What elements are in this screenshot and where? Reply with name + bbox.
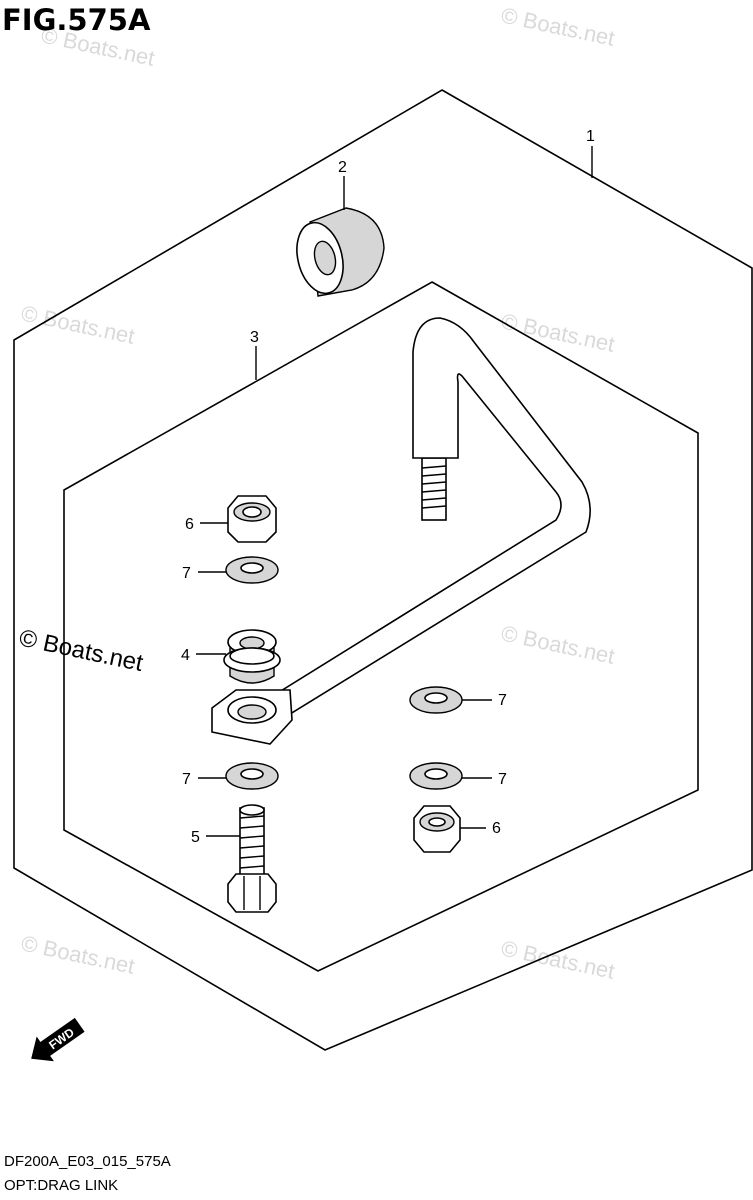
nut-part (413, 805, 461, 853)
watermark-text: © Boats.net (19, 300, 137, 348)
watermark-group: © Boats.net © Boats.net © Boats.net © Bo… (17, 2, 617, 983)
watermark-text: © Boats.net (499, 2, 617, 50)
callout-7a: 7 (182, 565, 191, 582)
watermark-text: © Boats.net (499, 308, 617, 356)
watermark-text-dark: © Boats.net (17, 624, 146, 677)
kit-frame-outer (13, 89, 753, 1051)
watermark-text: © Boats.net (19, 930, 137, 978)
washer-part (409, 686, 463, 714)
callout-6b: 6 (492, 820, 501, 837)
callout-6a: 6 (185, 516, 194, 533)
figure-code: DF200A_E03_015_575A (4, 1153, 171, 1170)
leader-lines (196, 146, 593, 837)
callout-7c: 7 (498, 692, 507, 709)
callout-7b: 7 (182, 771, 191, 788)
bushing-collar-part (223, 629, 281, 684)
callout-2: 2 (338, 159, 347, 176)
drag-link-rod-part (211, 317, 591, 745)
callout-7d: 7 (498, 771, 507, 788)
watermark-text: © Boats.net (499, 935, 617, 983)
figure-title: FIG.575A (2, 3, 151, 37)
bolt-part (227, 804, 277, 913)
kit-frame-inner (63, 281, 699, 972)
washer-part (225, 556, 279, 584)
figure-caption: OPT:DRAG LINK (4, 1177, 118, 1194)
fwd-arrow-icon: FWD (31, 1017, 85, 1062)
callout-1: 1 (586, 128, 595, 145)
bushing-part (296, 207, 385, 297)
washer-part (225, 762, 279, 790)
watermark-text: © Boats.net (499, 620, 617, 668)
callout-3: 3 (250, 329, 259, 346)
washer-part (409, 762, 463, 790)
callout-5: 5 (191, 829, 200, 846)
callout-4: 4 (181, 647, 190, 664)
nut-part (227, 495, 277, 543)
callout-labels: 1 2 3 4 5 6 6 7 7 7 7 (181, 128, 595, 846)
